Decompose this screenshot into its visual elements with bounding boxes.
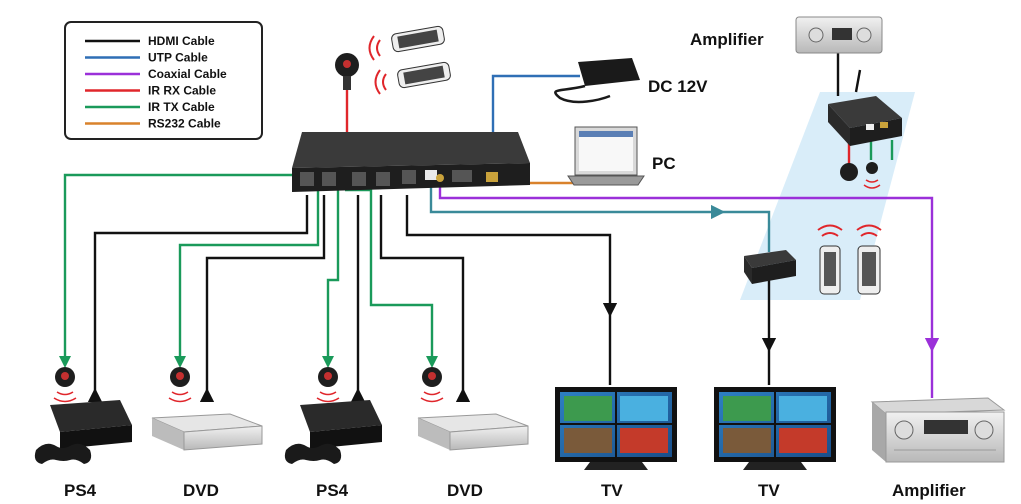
ir-tx-4 xyxy=(345,188,438,368)
ir-emitter-icon xyxy=(168,367,192,403)
hdmi-out-tv-1 xyxy=(405,195,618,318)
game-console-icon xyxy=(50,400,132,449)
matrix-switch-icon xyxy=(292,132,530,192)
extender-icon xyxy=(744,250,796,284)
gamepad-icon xyxy=(34,443,92,464)
tv-icon xyxy=(714,387,836,470)
ir-tx-2 xyxy=(174,190,320,368)
utp-cable xyxy=(429,183,726,220)
dc-power-cable xyxy=(491,74,580,145)
ir-emitter-icon xyxy=(863,162,881,189)
hdmi-dvd-1 xyxy=(199,195,326,403)
hdmi-dvd-2 xyxy=(379,195,471,403)
ir-emitter-icon xyxy=(53,367,77,403)
legend-label: HDMI Cable xyxy=(148,34,215,48)
tv-1-label: TV xyxy=(601,481,623,500)
amplifier-top-label: Amplifier xyxy=(690,30,764,49)
remote-icon xyxy=(374,61,451,95)
game-console-icon xyxy=(300,400,382,449)
pc-label: PC xyxy=(652,154,676,173)
coax-cable xyxy=(438,183,940,353)
legend-label: Coaxial Cable xyxy=(148,67,227,81)
laptop-icon xyxy=(567,126,645,186)
amplifier-bottom-label: Amplifier xyxy=(892,481,966,500)
amplifier-icon xyxy=(795,16,883,54)
legend-label: RS232 Cable xyxy=(148,117,221,131)
ir-emitter-icon xyxy=(316,367,340,403)
ps4-2-label: PS4 xyxy=(316,481,349,500)
ir-tx-3 xyxy=(322,190,340,368)
tv-2-label: TV xyxy=(758,481,780,500)
dc-label: DC 12V xyxy=(648,77,708,96)
ir-emitter-icon xyxy=(420,367,444,403)
legend-label: IR TX Cable xyxy=(148,100,215,114)
hdmi-ps4-1 xyxy=(87,195,309,403)
ir-receiver-icon xyxy=(335,53,359,90)
legend-label: IR RX Cable xyxy=(148,84,216,98)
ir-receiver-icon xyxy=(840,163,858,181)
dvd-1-label: DVD xyxy=(183,481,219,500)
dvd-player-icon xyxy=(151,413,263,451)
remote-icon xyxy=(368,25,445,61)
dvd-2-label: DVD xyxy=(447,481,483,500)
ps4-1-label: PS4 xyxy=(64,481,97,500)
power-adapter-icon xyxy=(554,58,640,104)
tv-icon xyxy=(555,387,677,470)
remote-icon xyxy=(856,224,882,295)
remote-icon xyxy=(817,224,843,295)
ir-tx-1 xyxy=(59,173,300,368)
amplifier-icon xyxy=(870,397,1006,463)
extender-icon xyxy=(828,96,902,146)
legend-label: UTP Cable xyxy=(148,51,208,65)
dvd-player-icon xyxy=(417,413,529,451)
gamepad-icon xyxy=(284,443,342,464)
